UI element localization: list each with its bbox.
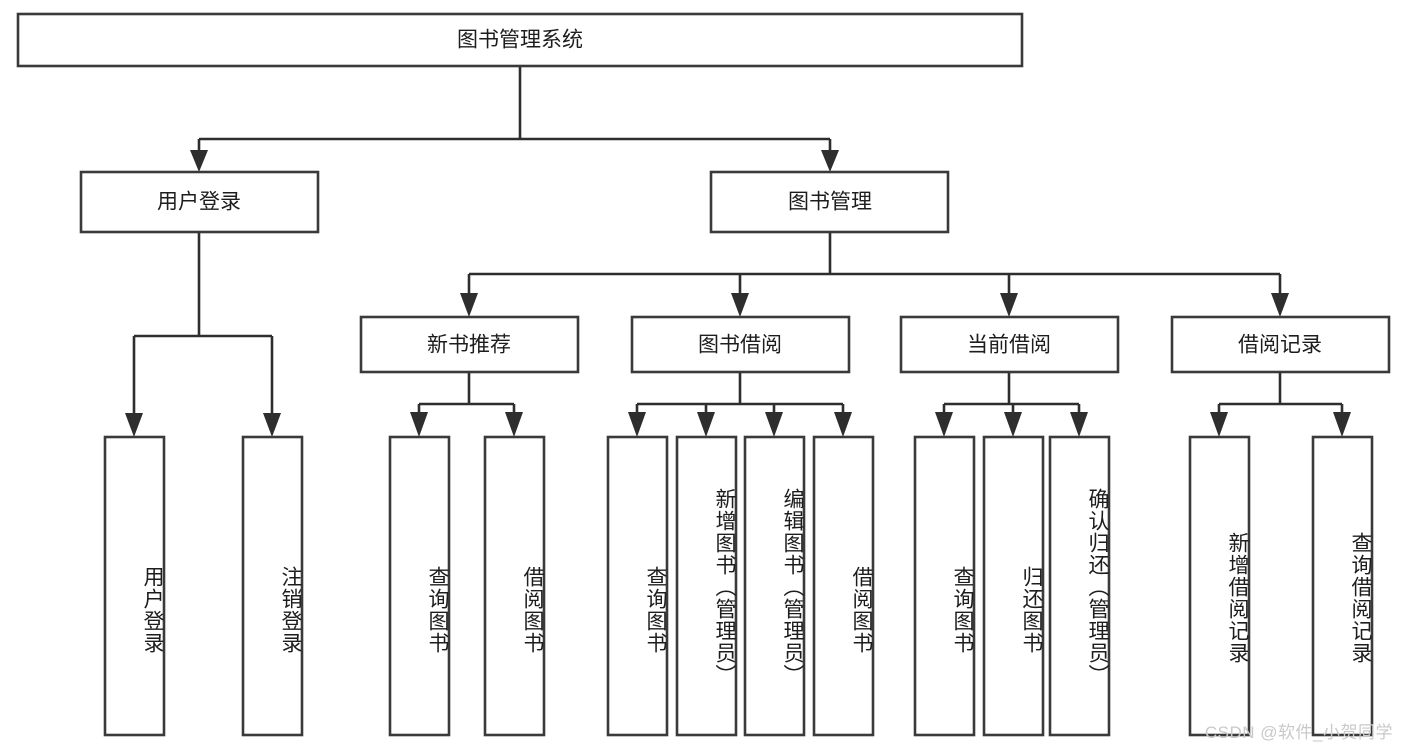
node-current-borrow-box[interactable] [899,315,1120,374]
node-user-login-box[interactable] [79,170,320,234]
arrow-borrow-leaf-1 [628,412,646,437]
arrow-borrow-leaf-4 [834,412,852,437]
node-new-book-recommend-box[interactable] [359,315,580,374]
csdn-watermark: CSDN @软件_小贺同学 [1204,723,1393,742]
arrow-userlogin-leaf-1 [125,413,143,437]
arrow-bookmgmt-to-borrow [731,293,749,317]
node-borrow-record-label: 借阅记录 [1238,334,1322,357]
node-book-borrow-box[interactable] [630,315,851,374]
node-root-system-label: 图书管理系统 [457,29,583,52]
node-book-management-box[interactable] [709,170,950,234]
node-book-borrow[interactable]: 图书借阅 [630,315,851,374]
node-new-book-recommend[interactable]: 新书推荐 [359,315,580,374]
leaf-box-add-book[interactable] [675,435,738,737]
node-current-borrow-label: 当前借阅 [967,334,1051,357]
leaf-box-query-book-1[interactable] [388,435,451,737]
arrow-current-leaf-3 [1070,412,1088,437]
arrow-current-leaf-2 [1004,412,1022,437]
leaf-box-borrow-book-1[interactable] [483,435,546,737]
node-new-book-recommend-label: 新书推荐 [427,334,511,357]
arrow-borrow-leaf-2 [697,412,715,437]
leaf-box-logout[interactable] [241,435,304,737]
node-book-borrow-label: 图书借阅 [698,334,782,357]
arrow-bookmgmt-to-record [1271,293,1289,317]
node-user-login-label: 用户登录 [157,191,241,214]
node-borrow-record[interactable]: 借阅记录 [1170,315,1391,374]
leaf-box-edit-book[interactable] [743,435,806,737]
node-current-borrow[interactable]: 当前借阅 [899,315,1120,374]
node-book-management[interactable]: 图书管理 [709,170,950,234]
arrow-newbook-leaf-2 [505,412,523,437]
connector-layer [125,66,1351,437]
node-borrow-record-box[interactable] [1170,315,1391,374]
arrow-record-leaf-2 [1333,412,1351,437]
node-root-system[interactable]: 图书管理系统 [16,12,1024,68]
leaf-box-return-book[interactable] [982,435,1045,737]
arrow-current-leaf-1 [935,412,953,437]
leaf-box-add-record[interactable] [1188,435,1251,737]
arrow-userlogin-leaf-2 [263,413,281,437]
arrow-borrow-leaf-3 [765,412,783,437]
arrow-newbook-leaf-1 [410,412,428,437]
node-layer: 图书管理系统 用户登录 图书管理 新书推荐 图书借阅 当前 [16,12,1391,737]
node-book-management-label: 图书管理 [788,191,872,214]
arrow-record-leaf-1 [1210,412,1228,437]
leaf-box-query-book-2[interactable] [606,435,669,737]
leaf-box-query-book-3[interactable] [913,435,976,737]
leaf-box-query-record[interactable] [1311,435,1374,737]
leaf-box-borrow-book-2[interactable] [812,435,875,737]
arrow-bookmgmt-to-newbook [460,293,478,317]
node-root-system-box[interactable] [16,12,1024,68]
leaf-box-user-login[interactable] [103,435,166,737]
leaf-box-confirm-return[interactable] [1048,435,1111,737]
arrow-root-to-userlogin [190,150,208,172]
node-user-login[interactable]: 用户登录 [79,170,320,234]
arrow-root-to-bookmgmt [821,150,839,172]
arrow-bookmgmt-to-current [1000,293,1018,317]
